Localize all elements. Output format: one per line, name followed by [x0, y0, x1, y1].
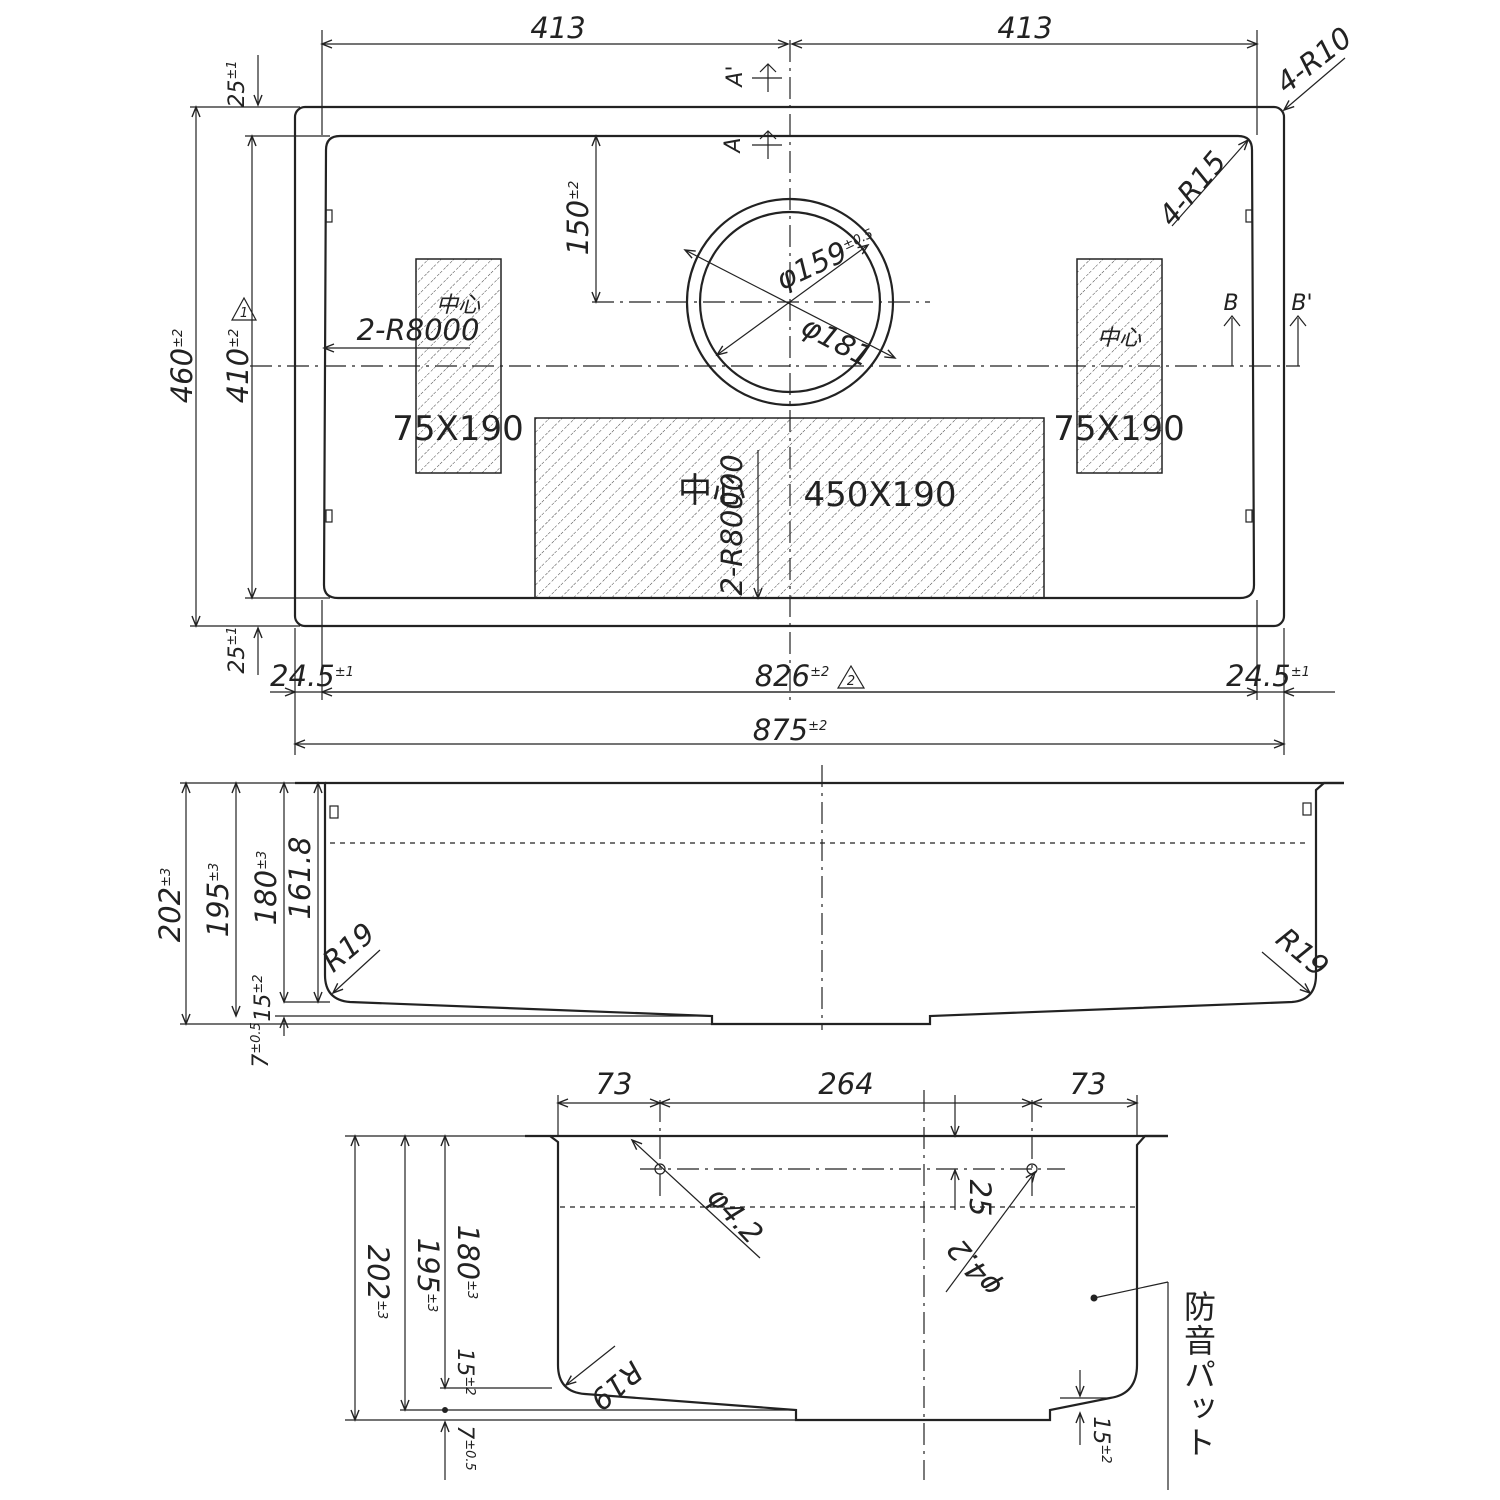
side-dim-202: 202±3: [153, 868, 187, 943]
end-dim-25: 25: [963, 1180, 997, 1217]
end-dim-15-right: 15±2: [1088, 1416, 1113, 1463]
dim-413-left: 413: [530, 11, 585, 45]
corner-outer-radius: 4-R10: [1270, 20, 1359, 100]
end-dim-180: 180±3: [451, 1225, 485, 1300]
pad-note: 防音パット: [1179, 1290, 1217, 1460]
tab-mark: [325, 209, 333, 223]
center-pad-center: 中心: [678, 471, 746, 511]
revision-2: 2: [847, 674, 855, 689]
tab-mark: [1245, 509, 1253, 523]
side-dim-195: 195±3: [201, 863, 235, 938]
end-dim-264: 264: [818, 1067, 873, 1101]
left-pad: [415, 258, 502, 474]
section-a: A: [721, 137, 746, 154]
end-section-view: 73 264 73 φ4.2 φ4.2 25 202±3 195±3 180±3…: [345, 1067, 1217, 1490]
side-dim-161-8: 161.8: [283, 836, 317, 919]
dim-25-top: 25±1: [225, 60, 250, 107]
section-a-prime: A': [723, 65, 748, 88]
side-dim-180: 180±3: [249, 851, 283, 926]
section-b: B: [1223, 291, 1238, 316]
dim-410: 410±2: [221, 329, 255, 404]
side-dim-15: 15±2: [251, 974, 276, 1021]
drain-dia-leader-2: [715, 243, 870, 357]
tab-mark: [1245, 209, 1253, 223]
side-dim-7: 7±0.5: [249, 1022, 274, 1068]
drain-outer-dia: φ181: [796, 309, 878, 374]
dim-460: 460±2: [165, 329, 199, 404]
right-pad-center: 中心: [1097, 326, 1142, 351]
drain-inner-dia: φ159±0.5: [771, 221, 881, 297]
hole-right-dia: φ4.2: [940, 1233, 1008, 1305]
dim-150: 150±2: [561, 181, 595, 256]
dim-875: 875±2: [753, 713, 828, 747]
right-pad: [1076, 258, 1163, 474]
dim-24-5-left: 24.5±1: [270, 659, 354, 693]
end-dim-202: 202±3: [361, 1245, 395, 1320]
hole-left-dia: φ4.2: [701, 1180, 770, 1251]
end-dim-73-right: 73: [1070, 1067, 1107, 1101]
end-dim-195: 195±3: [411, 1238, 445, 1313]
hole-left: [654, 1163, 666, 1175]
center-pad: [534, 417, 1045, 599]
dim-24-5-right: 24.5±1: [1226, 659, 1310, 693]
end-profile: [525, 1134, 1168, 1422]
center-pad-size: 450X190: [803, 475, 956, 515]
bowl-outline: [322, 134, 1256, 600]
right-pad-size: 75X190: [1053, 409, 1184, 449]
side-section-view: 202±3 195±3 180±3 161.8 15±2 7±0.5 R19 R…: [153, 765, 1344, 1068]
section-b-prime: B': [1291, 291, 1312, 316]
tab-mark: [325, 509, 333, 523]
revision-1-triangle: [230, 296, 258, 321]
dim-826: 826±2: [755, 659, 830, 693]
plan-view: 413 413 4-R10 4-R15 A' A B B' 460±2 410±: [165, 11, 1358, 755]
side-r19-right: R19: [1270, 921, 1336, 984]
dim-413-right: 413: [997, 11, 1052, 45]
dim-25-bottom: 25±1: [225, 626, 250, 673]
end-dim-15-left: 15±2: [452, 1348, 477, 1395]
corner-inner-radius: 4-R15: [1152, 145, 1233, 233]
side-radius: 2-R8000: [357, 313, 480, 347]
end-dim-73-left: 73: [596, 1067, 633, 1101]
left-pad-center: 中心: [436, 293, 481, 318]
end-dim-7: 7±0.5: [452, 1425, 477, 1471]
side-profile: [295, 781, 1344, 1026]
left-pad-size: 75X190: [392, 409, 523, 449]
revision-1: 1: [240, 306, 248, 321]
bottom-radius: 2-R80000: [715, 454, 749, 595]
